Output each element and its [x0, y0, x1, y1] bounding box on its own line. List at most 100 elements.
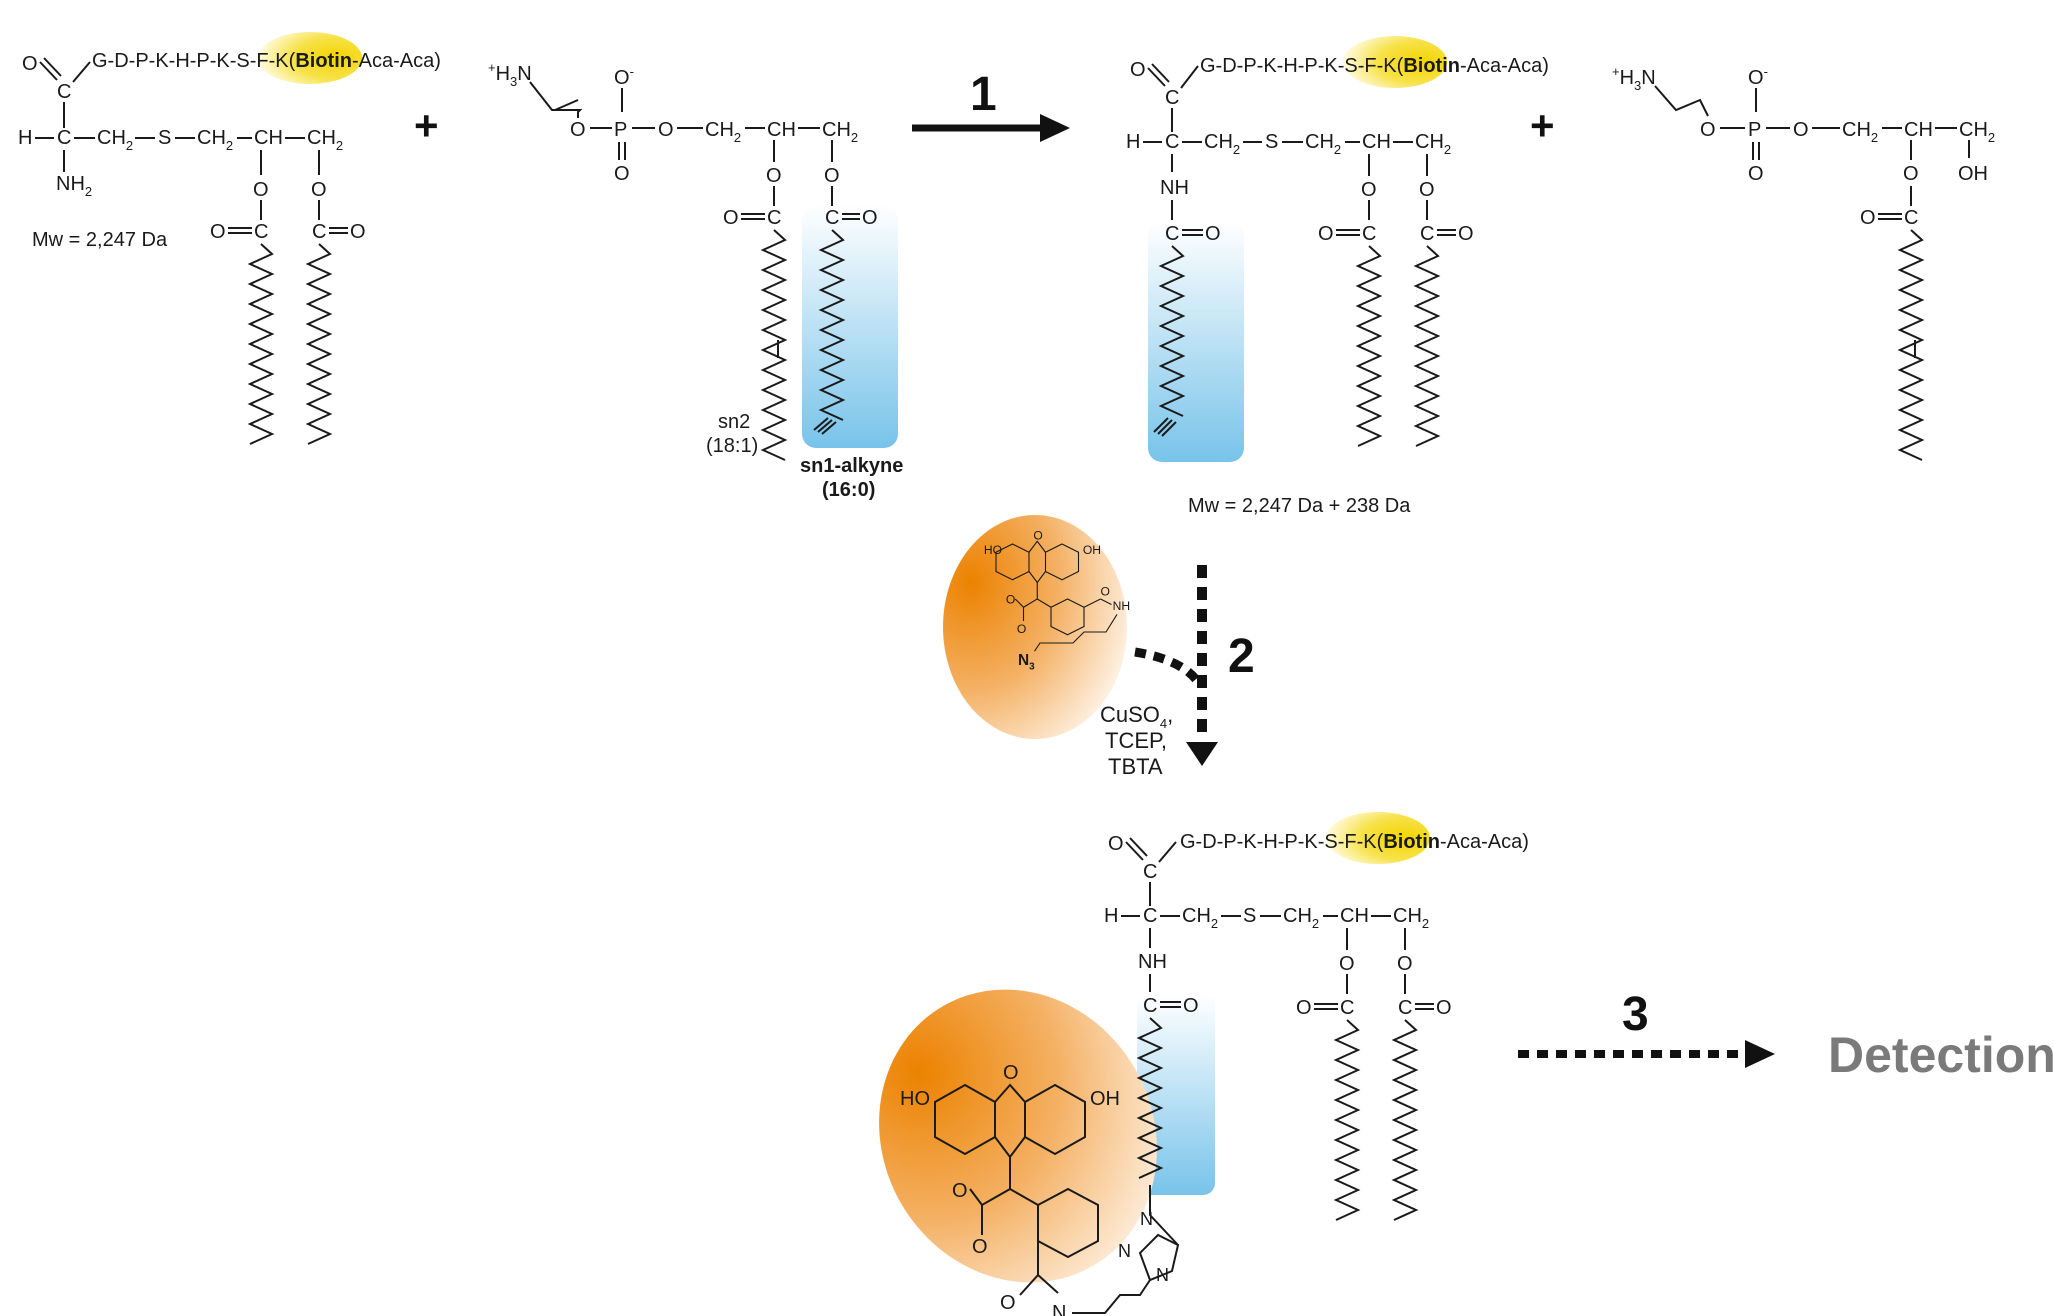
azide-label: N3: [1018, 652, 1035, 672]
atom-N: N: [1156, 1265, 1169, 1285]
atom-CH2: CH2: [705, 119, 741, 145]
atom-OH: OH: [1958, 163, 1988, 185]
atom-O: O: [1033, 529, 1042, 543]
atom-O: O: [1903, 163, 1919, 185]
atom-P: P: [614, 119, 627, 141]
atom-O: O: [311, 179, 327, 201]
atom-O: O: [210, 221, 226, 243]
alkyl-chain: [247, 243, 275, 445]
step-3-number: 3: [1622, 988, 1649, 1041]
atom-C: C: [1420, 223, 1434, 245]
atom-C: C: [1904, 207, 1918, 229]
alkyl-chain: [305, 243, 333, 445]
atom-CH: CH: [1340, 905, 1369, 927]
atom-NH: NH: [1113, 599, 1130, 613]
peptide-sequence: G-D-P-K-H-P-K-S-F-K(Biotin-Aca-Aca): [1200, 55, 1549, 77]
plus-sign: +: [1530, 102, 1555, 149]
atom-O: O: [1130, 59, 1146, 81]
biotin-highlight: [1326, 812, 1430, 864]
atom-CH2: CH2: [1204, 131, 1240, 157]
atom-O: O: [824, 165, 840, 187]
atom-O: O: [1318, 223, 1334, 245]
atom-C: C: [1398, 997, 1412, 1019]
fluorescein-azide: HO O OH O O O NH N3: [984, 529, 1130, 673]
atom-S: S: [1265, 131, 1278, 153]
peptide-sequence: G-D-P-K-H-P-K-S-F-K(Biotin-Aca-Aca): [1180, 831, 1529, 853]
atom-H3N: +H3N: [488, 60, 532, 89]
atom-O: O: [1108, 833, 1124, 855]
alkyl-chain: [1333, 1019, 1361, 1221]
atom-O: O: [1458, 223, 1474, 245]
atom-CH2: CH2: [1393, 905, 1429, 931]
sn1-alkyne-label: sn1-alkyne: [800, 455, 903, 477]
atom-O: O: [614, 163, 630, 185]
step-1-number: 1: [970, 68, 997, 121]
atom-CH2: CH2: [1182, 905, 1218, 931]
sn2-chain-label: (18:1): [706, 435, 758, 457]
atom-H: H: [1126, 131, 1140, 153]
atom-O: O: [1397, 953, 1413, 975]
atom-O: O: [570, 119, 586, 141]
fluorescent-conjugate: O C G-D-P-K-H-P-K-S-F-K(Biotin-Aca-Aca) …: [900, 831, 1529, 1316]
atom-CH2: CH2: [197, 127, 233, 153]
atom-CH2: CH2: [1842, 119, 1878, 145]
atom-NH: NH: [1138, 951, 1167, 973]
lipopeptide-reactant: O C G-D-P-K-H-P-K-S-F-K(Biotin-Aca-Aca) …: [18, 50, 441, 445]
atom-O: O: [1339, 953, 1355, 975]
reagent-cuso4: CuSO4,: [1100, 702, 1173, 731]
atom-CH2: CH2: [1959, 119, 1995, 145]
atom-C: C: [1143, 905, 1157, 927]
atom-O: O: [1748, 163, 1764, 185]
atom-O: O: [658, 119, 674, 141]
terminal-alkyne: [813, 417, 837, 435]
atom-O: O: [1183, 995, 1199, 1017]
atom-O: O: [1361, 179, 1377, 201]
atom-C: C: [57, 127, 71, 149]
atom-C: C: [254, 221, 268, 243]
atom-OH: OH: [1090, 1088, 1120, 1110]
atom-O: O: [1296, 997, 1312, 1019]
atom-HO: HO: [900, 1088, 930, 1110]
atom-S: S: [158, 127, 171, 149]
atom-NH: N: [1052, 1302, 1066, 1316]
atom-OH: OH: [1083, 543, 1101, 557]
atom-H: H: [1104, 905, 1118, 927]
terminal-alkyne: [1153, 417, 1177, 437]
atom-H3N: +H3N: [1612, 64, 1656, 93]
biotin-highlight: [258, 32, 362, 84]
alkyne-phospholipid-reactant: +H3N O P O CH2 CH CH2 O- O O O O C C O: [488, 60, 903, 501]
atom-O: O: [1003, 1062, 1019, 1084]
atom-C: C: [1165, 87, 1179, 109]
atom-S: S: [1243, 905, 1256, 927]
detection-label: Detection: [1828, 1027, 2054, 1083]
atom-CH2: CH2: [307, 127, 343, 153]
atom-CH: CH: [254, 127, 283, 149]
alkyne-chain-highlight: [802, 205, 898, 448]
atom-CH2: CH2: [97, 127, 133, 153]
atom-O: O: [253, 179, 269, 201]
atom-O: O: [1006, 592, 1015, 606]
lysophospholipid-product: +H3N O P O CH2 CH CH2 O- O O OH O C: [1612, 64, 1995, 461]
mw-label: Mw = 2,247 Da + 238 Da: [1188, 495, 1411, 517]
atom-CH2: CH2: [1305, 131, 1341, 157]
atom-N: N: [1140, 1209, 1153, 1229]
atom-C: C: [1165, 223, 1179, 245]
alkyl-chain: [1391, 1019, 1419, 1221]
atom-O: O: [350, 221, 366, 243]
step-2-arrow: [1134, 565, 1218, 766]
atom-C: C: [767, 207, 781, 229]
atom-C: C: [1165, 131, 1179, 153]
atom-C: C: [1143, 995, 1157, 1017]
oleoyl-chain: [1897, 229, 1925, 461]
atom-C: C: [312, 221, 326, 243]
atom-HO: HO: [984, 543, 1002, 557]
triazole-linked-chain: [1136, 1017, 1164, 1179]
atom-O: O: [723, 207, 739, 229]
atom-N: N: [1118, 1241, 1131, 1261]
atom-CH2: CH2: [1283, 905, 1319, 931]
atom-O: O: [972, 1236, 988, 1258]
atom-O: O: [1436, 997, 1452, 1019]
atom-O: O: [952, 1180, 968, 1202]
atom-NH: NH: [1160, 177, 1189, 199]
